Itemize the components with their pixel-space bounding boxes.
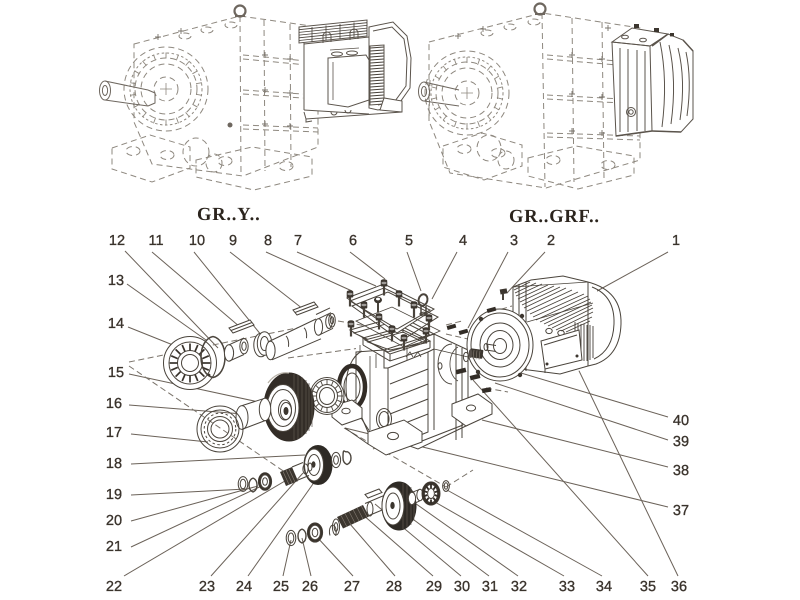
svg-text:11: 11 xyxy=(148,233,163,249)
svg-text:23: 23 xyxy=(199,579,215,595)
svg-text:29: 29 xyxy=(426,579,442,595)
svg-text:25: 25 xyxy=(273,579,289,595)
svg-text:14: 14 xyxy=(108,316,124,332)
svg-text:21: 21 xyxy=(106,539,122,555)
svg-text:38: 38 xyxy=(673,463,689,479)
svg-text:36: 36 xyxy=(671,579,687,595)
svg-text:19: 19 xyxy=(106,487,122,503)
svg-text:2: 2 xyxy=(547,233,555,249)
svg-text:13: 13 xyxy=(108,273,124,289)
svg-text:8: 8 xyxy=(264,233,272,249)
svg-text:16: 16 xyxy=(106,396,122,412)
svg-text:20: 20 xyxy=(106,513,122,529)
svg-text:32: 32 xyxy=(511,579,527,595)
svg-text:10: 10 xyxy=(189,233,205,249)
svg-text:5: 5 xyxy=(405,233,413,249)
svg-text:22: 22 xyxy=(106,579,122,595)
svg-text:33: 33 xyxy=(559,579,575,595)
svg-text:GR..Y..: GR..Y.. xyxy=(197,205,261,225)
svg-text:1: 1 xyxy=(672,233,680,249)
svg-text:7: 7 xyxy=(294,233,302,249)
svg-text:6: 6 xyxy=(349,233,357,249)
svg-text:18: 18 xyxy=(106,456,122,472)
svg-text:34: 34 xyxy=(596,579,612,595)
svg-text:35: 35 xyxy=(640,579,656,595)
svg-text:3: 3 xyxy=(510,233,518,249)
svg-text:27: 27 xyxy=(344,579,360,595)
svg-text:9: 9 xyxy=(229,233,237,249)
svg-text:GR..GRF..: GR..GRF.. xyxy=(509,207,600,227)
svg-text:31: 31 xyxy=(482,579,498,595)
svg-text:15: 15 xyxy=(108,365,124,381)
svg-text:39: 39 xyxy=(673,434,689,450)
svg-text:4: 4 xyxy=(459,233,467,249)
svg-text:37: 37 xyxy=(673,503,689,519)
svg-text:26: 26 xyxy=(302,579,318,595)
svg-text:17: 17 xyxy=(106,425,122,441)
svg-text:12: 12 xyxy=(109,233,125,249)
svg-text:28: 28 xyxy=(386,579,402,595)
svg-text:30: 30 xyxy=(454,579,470,595)
svg-text:40: 40 xyxy=(673,413,689,429)
svg-text:24: 24 xyxy=(236,579,252,595)
